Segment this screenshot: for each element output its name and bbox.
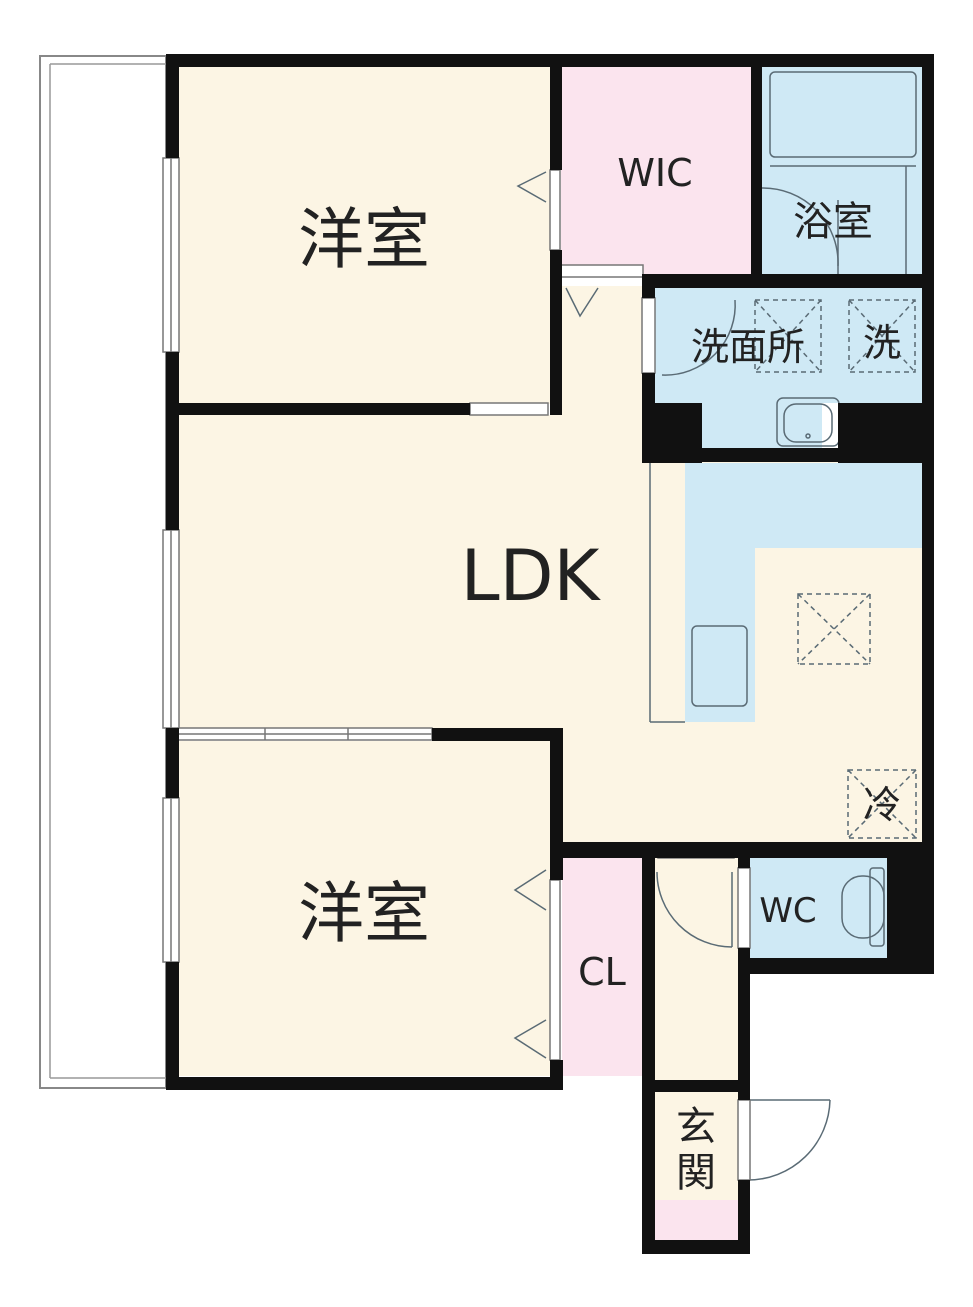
kitchen-counter xyxy=(685,463,922,722)
entrance-floor xyxy=(655,1092,738,1200)
washroom-area-lower xyxy=(702,403,822,448)
entrance-step xyxy=(655,1200,738,1240)
label-closet: CL xyxy=(578,950,626,994)
western-room-bottom xyxy=(178,741,550,1076)
walls xyxy=(166,54,934,1254)
room-fills xyxy=(178,66,922,1240)
label-washer: 洗 xyxy=(863,321,901,365)
washer-space xyxy=(848,299,916,373)
label-fridge: 冷 xyxy=(863,783,901,827)
hall-door-arc xyxy=(656,871,733,948)
closet-area xyxy=(562,858,642,1076)
label-entrance-1: 玄 xyxy=(676,1104,716,1150)
toilet-bowl xyxy=(841,875,885,939)
entrance-door-arc xyxy=(747,1099,831,1181)
label-wic: WIC xyxy=(617,151,692,195)
bath-area xyxy=(762,66,922,276)
washing-machine-space xyxy=(754,299,822,373)
label-ldk: LDK xyxy=(461,535,602,617)
door-cl-2 xyxy=(513,1019,547,1059)
wic-area xyxy=(561,66,751,274)
hall-area xyxy=(655,858,738,1080)
bath-door-arc xyxy=(761,187,839,267)
western-room-top xyxy=(178,66,550,404)
label-western-top: 洋室 xyxy=(298,201,430,278)
fixtures xyxy=(513,71,917,1181)
label-entrance-2: 関 xyxy=(676,1150,716,1196)
door-cl-1 xyxy=(513,869,547,911)
washroom-area xyxy=(655,288,922,403)
door-top-1 xyxy=(516,171,547,203)
bathtub xyxy=(769,71,917,158)
label-western-bottom: 洋室 xyxy=(298,875,430,952)
label-wc: WC xyxy=(759,891,816,931)
room-labels: 洋室 WIC 浴室 洗面所 洗 LDK 冷 洋室 CL WC 玄 関 xyxy=(298,151,901,1196)
balcony xyxy=(39,55,167,1089)
windows xyxy=(162,157,751,1181)
stove xyxy=(691,625,748,707)
label-washroom: 洗面所 xyxy=(691,325,805,369)
fridge-space xyxy=(847,769,917,839)
kitchen-fixture-space xyxy=(797,593,871,665)
wc-area xyxy=(750,858,887,958)
door-hall xyxy=(565,287,599,318)
label-bath: 浴室 xyxy=(793,199,873,245)
washroom-door-arc xyxy=(661,299,736,376)
